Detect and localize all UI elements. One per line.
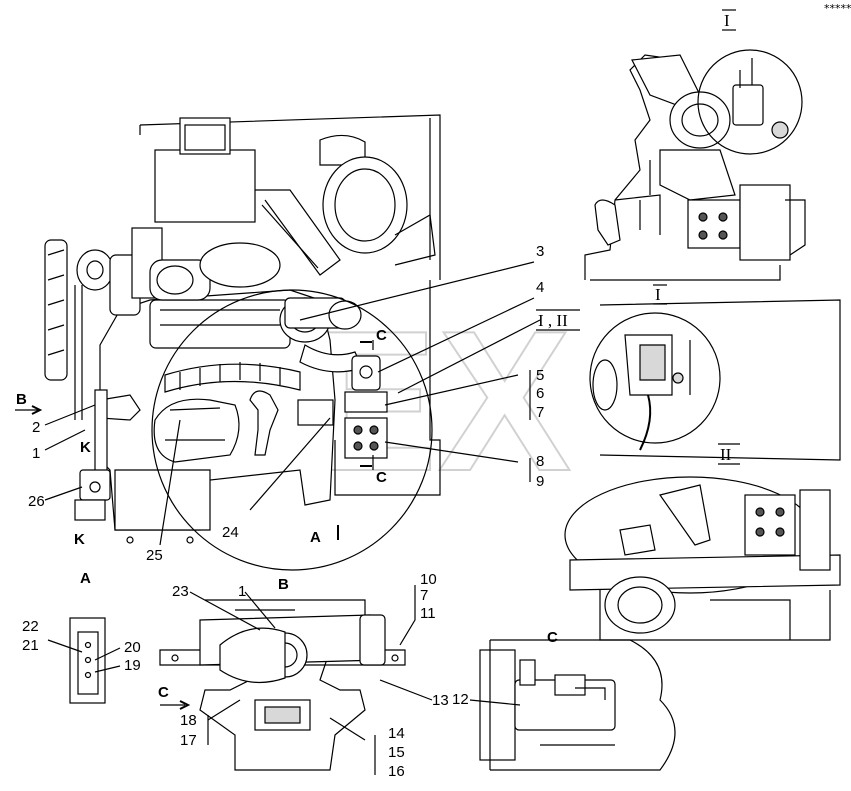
- callout-3: 3: [536, 243, 544, 260]
- view-A: [47, 617, 121, 704]
- callout-b13: 13: [432, 692, 449, 709]
- marker-K-top: K: [80, 439, 91, 456]
- callout-b23: 23: [172, 583, 189, 600]
- roman-I-mid-label: I: [655, 285, 661, 304]
- callout-b14: 14: [388, 725, 405, 742]
- callout-4: 4: [536, 279, 544, 296]
- callout-b10: 10: [420, 571, 437, 588]
- callout-5: 5: [536, 367, 544, 384]
- roman-II-label: II: [720, 445, 732, 464]
- callout-9: 9: [536, 473, 544, 490]
- view-B: [159, 585, 433, 775]
- callout-7: 7: [536, 404, 544, 421]
- main-leader-lines: [44, 261, 541, 546]
- callout-a22: 22: [22, 618, 39, 635]
- detail-II-view: [564, 476, 841, 641]
- roman-I-top-label: I: [724, 11, 730, 30]
- main-engine-view: [15, 114, 441, 571]
- callout-b11: 11: [420, 605, 436, 622]
- view-A-title: A: [80, 570, 91, 587]
- callout-26: 26: [28, 493, 45, 510]
- arrow-C-label: C: [158, 684, 169, 701]
- callout-c12: 12: [452, 691, 469, 708]
- arrow-A-label: A: [310, 529, 321, 546]
- detail-I-closeup: [589, 299, 841, 461]
- callout-a20: 20: [124, 639, 141, 656]
- callout-b7: 7: [420, 587, 428, 604]
- marker-K-bottom: K: [74, 531, 85, 548]
- stamp-text: *****: [824, 2, 851, 15]
- callout-b17: 17: [180, 732, 197, 749]
- callout-b16: 16: [388, 763, 405, 780]
- callout-6: 6: [536, 385, 544, 402]
- roman-I-II-label: I , II: [538, 311, 568, 330]
- callout-25: 25: [146, 547, 163, 564]
- arrow-B-label: B: [16, 391, 27, 408]
- callout-a19: 19: [124, 657, 141, 674]
- callout-b1: 1: [238, 583, 246, 600]
- view-C-title: C: [547, 629, 558, 646]
- callout-b15: 15: [388, 744, 405, 761]
- section-C-top: C: [376, 327, 387, 344]
- callout-1: 1: [32, 445, 40, 462]
- callout-8: 8: [536, 453, 544, 470]
- view-C: [469, 639, 676, 771]
- detail-I-top-view: [584, 49, 806, 281]
- callout-a21: 21: [22, 637, 39, 654]
- section-C-bottom: C: [376, 469, 387, 486]
- callout-b18: 18: [180, 712, 197, 729]
- callout-2: 2: [32, 419, 40, 436]
- view-B-title: B: [278, 576, 289, 593]
- callout-24: 24: [222, 524, 239, 541]
